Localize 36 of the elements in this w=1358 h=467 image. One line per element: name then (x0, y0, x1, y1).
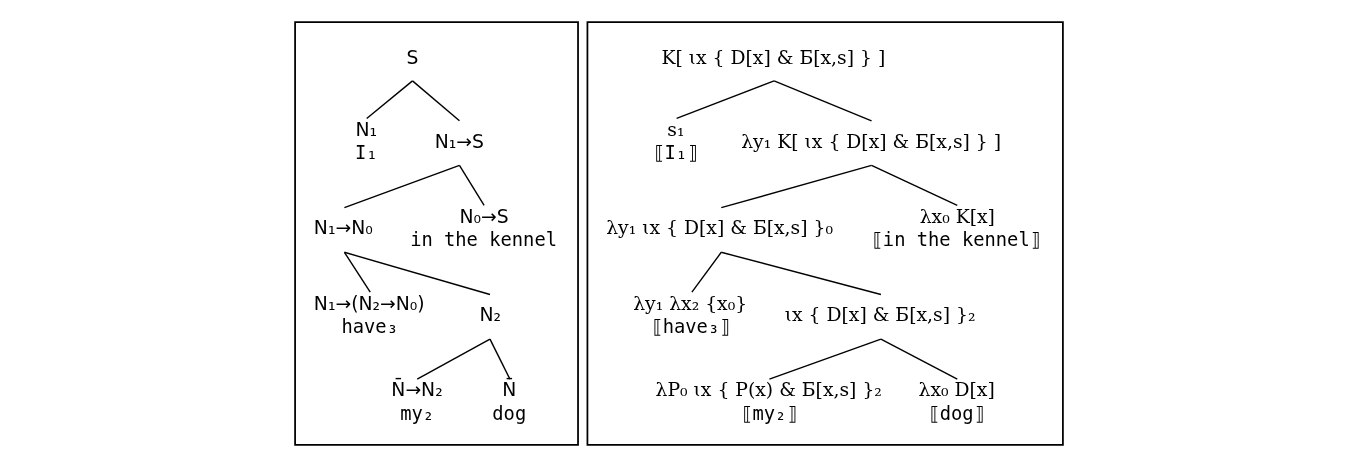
node-text: N₁→S (434, 130, 484, 152)
node-text: λy₁ ɩx { D[x] & Б[x,s] }₀ (606, 217, 833, 239)
connector (411, 80, 461, 122)
connector (458, 164, 485, 207)
cluster (294, 21, 579, 446)
connector (773, 80, 873, 122)
connector (720, 164, 873, 209)
node-text: N₁→(N₂→N₀) have₃ (313, 292, 425, 338)
node-text: N₁ I₁ (354, 118, 378, 164)
connector (720, 251, 882, 296)
node-text: λP₀ ɩx { P(x) & Б[x,s] }₂ ⟦my₂⟧ (655, 379, 882, 424)
connector (675, 80, 775, 120)
node-text: N̄ dog (492, 379, 527, 424)
connector (880, 338, 958, 380)
node-text: s₁ ⟦I₁⟧ (653, 118, 699, 164)
node-text: λy₁ K[ ɩx { D[x] & Б[x,s] } ] (741, 130, 1002, 152)
node-text: λy₁ λx₂ {x₀} ⟦have₃⟧ (633, 292, 748, 338)
connector (343, 251, 491, 296)
connector (366, 80, 414, 120)
connector (343, 251, 371, 293)
node-text: S (406, 47, 419, 69)
node-text: λx₀ D[x] ⟦dog⟧ (918, 379, 995, 424)
connector (343, 164, 461, 209)
connector (416, 338, 491, 380)
node-text: ɩx { D[x] & Б[x,s] }₂ (784, 304, 976, 326)
node-text: N₁→N₀ (313, 217, 373, 239)
node-text: λx₀ K[x] ⟦in the kennel⟧ (871, 205, 1042, 251)
connector (489, 338, 511, 380)
node-text: N̄→N₂ my₂ (391, 379, 443, 424)
connector (768, 338, 882, 380)
node-text: N₂ (479, 304, 501, 326)
node-text: K[ ɩx { D[x] & Б[x,s] } ] (661, 47, 886, 69)
connector (691, 251, 722, 293)
connector (870, 164, 958, 207)
cluster (586, 21, 1064, 446)
node-text: N₀→S in the kennel (410, 205, 558, 251)
